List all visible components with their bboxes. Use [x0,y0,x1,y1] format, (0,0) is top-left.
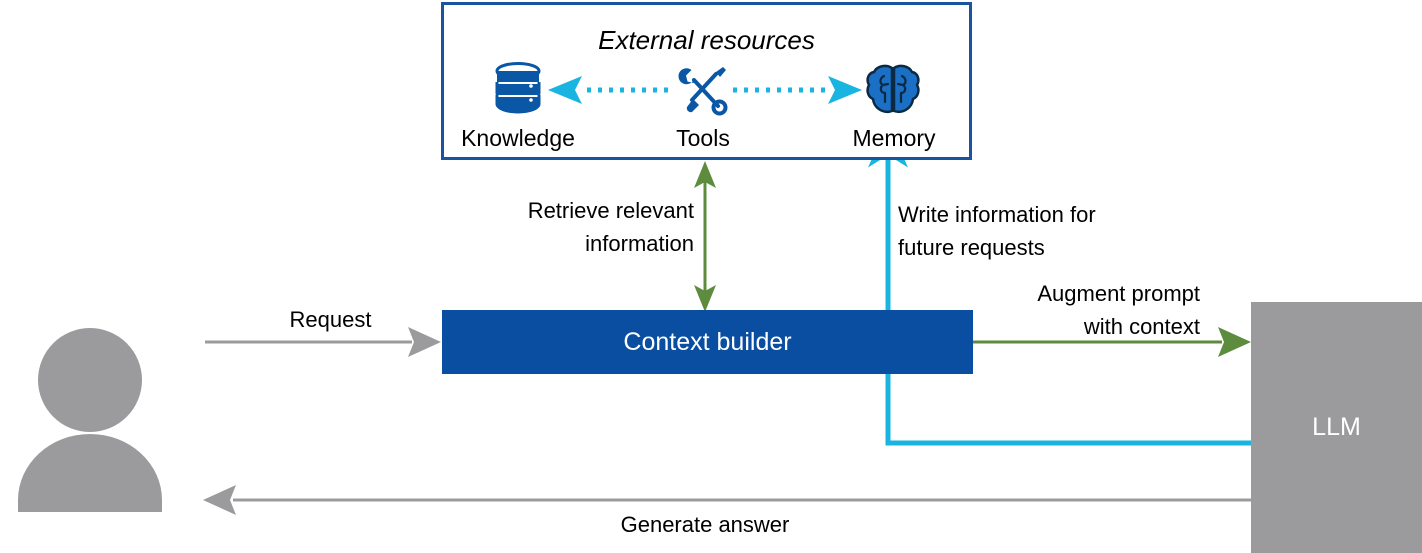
llm-label: LLM [1312,413,1361,441]
edge-label-generate: Generate answer [620,512,790,537]
edge-generate-arrow [203,485,1251,515]
external-resources-title: External resources [598,25,815,55]
resource-label-knowledge: Knowledge [461,125,575,151]
edge-tools-to-knowledge [548,76,668,104]
edge-retrieve-arrow [694,161,716,312]
edge-label-retrieve: Retrieve relevant information [527,198,694,256]
llm-node[interactable]: LLM [1251,302,1422,553]
database-icon [495,62,541,114]
edge-tools-to-memory [733,76,862,104]
tools-icon [678,67,728,116]
context-builder-node[interactable]: Context builder [442,310,973,374]
edge-label-request: Request [289,307,372,332]
context-builder-label: Context builder [623,327,792,356]
resource-label-memory: Memory [852,125,936,151]
edge-label-write: Write information for future requests [898,202,1096,260]
brain-icon [866,64,920,113]
resource-label-tools: Tools [676,125,730,151]
edge-augment-arrow [973,327,1251,357]
edge-request-arrow [205,327,441,357]
user-avatar-icon [18,328,162,512]
edge-label-augment: Augment prompt with context [1037,281,1200,339]
edge-write-arrow [868,122,1251,446]
